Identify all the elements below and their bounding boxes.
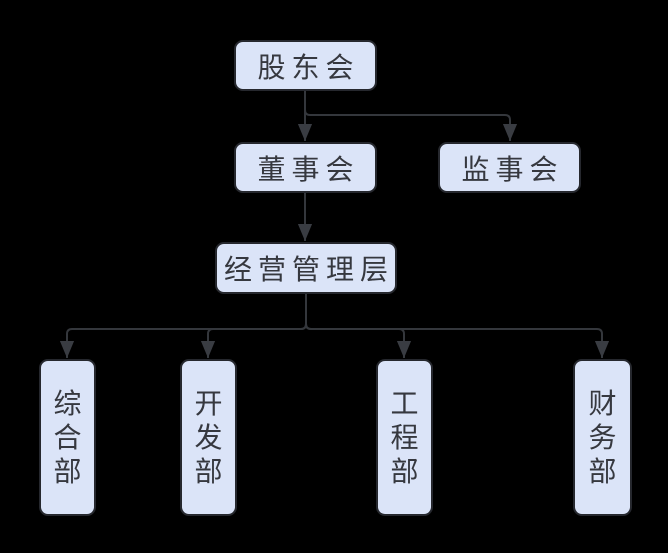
org-node-label: 财务部 (588, 387, 616, 489)
org-node-engineering-dept[interactable]: 工程部 (376, 359, 433, 516)
org-node-label: 董事会 (257, 153, 360, 185)
org-node-finance-dept[interactable]: 财务部 (573, 359, 632, 516)
org-node-label-char: 部 (53, 455, 82, 487)
org-node-label-char: 财 (588, 387, 617, 419)
org-node-label: 工程部 (390, 387, 418, 489)
org-node-label-char: 综 (53, 387, 82, 419)
org-node-shareholders-meeting[interactable]: 股东会 (234, 40, 377, 91)
org-node-label-char: 部 (390, 455, 419, 487)
org-node-supervisory-board[interactable]: 监事会 (438, 142, 581, 193)
org-node-label: 经营管理层 (223, 254, 394, 285)
org-node-label: 股东会 (257, 51, 360, 83)
org-node-general-dept[interactable]: 综合部 (39, 359, 96, 516)
org-node-label-char: 务 (588, 421, 617, 453)
connector-management-level-to-finance-dept (305, 294, 610, 358)
org-node-label: 综合部 (53, 387, 81, 489)
org-node-label-char: 部 (194, 455, 223, 487)
connector-shareholders-meeting-to-supervisory-board (304, 91, 518, 141)
org-node-label-char: 程 (390, 421, 419, 453)
org-node-board-of-directors[interactable]: 董事会 (234, 142, 377, 193)
org-node-label: 监事会 (461, 153, 564, 185)
org-node-label-char: 合 (53, 421, 82, 453)
org-node-management-level[interactable]: 经营管理层 (215, 242, 397, 294)
org-node-development-dept[interactable]: 开发部 (180, 359, 237, 516)
org-node-label-char: 发 (194, 421, 223, 453)
connector-group (59, 91, 610, 358)
org-node-label-char: 部 (588, 455, 617, 487)
org-node-label: 开发部 (194, 387, 222, 489)
org-node-label-char: 工 (390, 387, 419, 419)
org-node-label-char: 开 (194, 387, 223, 419)
